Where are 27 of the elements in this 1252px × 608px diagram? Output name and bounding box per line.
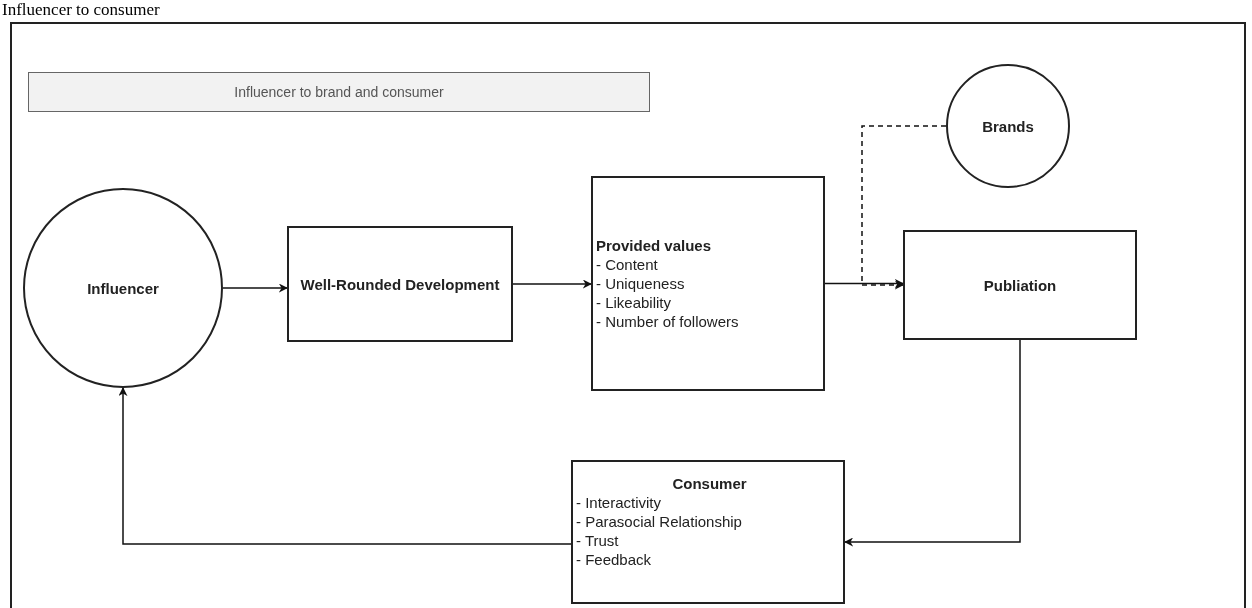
arrow xyxy=(861,125,947,290)
banner-text: Influencer to brand and consumer xyxy=(234,82,444,102)
list-item: - Likeability xyxy=(596,293,673,312)
list-item: - Content xyxy=(596,255,659,274)
values-box xyxy=(591,176,825,391)
arrow xyxy=(512,279,592,289)
arrow xyxy=(844,339,1021,547)
process-box xyxy=(903,230,1137,340)
consumer-box xyxy=(571,460,845,604)
list-item: - Number of followers xyxy=(596,312,740,331)
list-item: - Parasocial Relationship xyxy=(576,512,743,531)
page-title: Influencer to consumer xyxy=(2,0,160,19)
arrow xyxy=(118,387,572,545)
node-title: Consumer xyxy=(671,474,748,493)
process-box xyxy=(287,226,513,342)
title-banner xyxy=(28,72,650,112)
arrow xyxy=(222,283,288,293)
list-item: - Trust xyxy=(576,531,620,550)
node-title: Brands xyxy=(982,116,1034,136)
node-title: Influencer xyxy=(87,278,159,298)
arrow xyxy=(824,279,904,288)
node-title: Well-Rounded Development xyxy=(300,274,500,294)
node-title: Provided values xyxy=(596,236,713,255)
list-item: - Feedback xyxy=(576,550,653,569)
list-item: - Interactivity xyxy=(576,493,663,512)
list-item: - Uniqueness xyxy=(596,274,686,293)
node-title: Publiation xyxy=(983,275,1057,295)
